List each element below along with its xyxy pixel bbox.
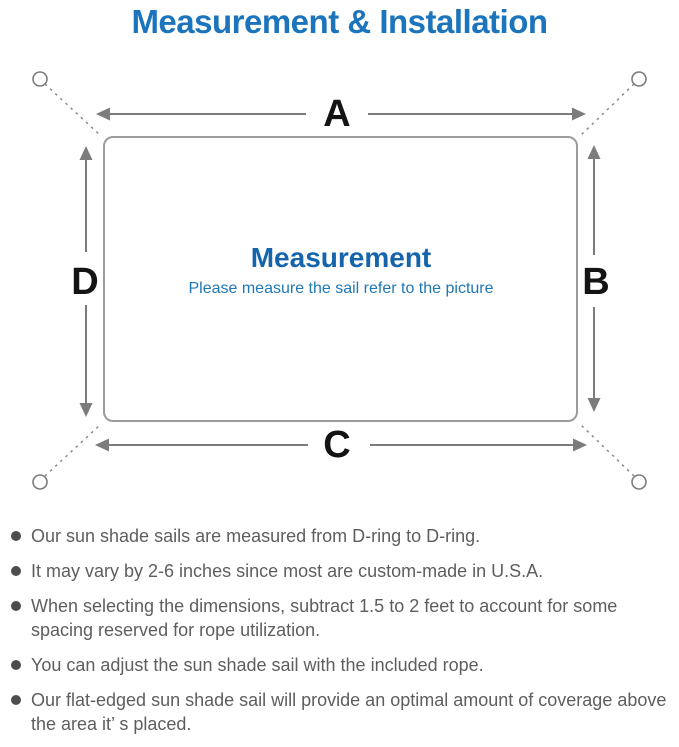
guy-line-bottom-left xyxy=(44,423,102,477)
sail-rectangle xyxy=(103,136,578,422)
bullet-text: Our flat-edged sun shade sail will provi… xyxy=(31,690,667,734)
dimension-label-a: A xyxy=(323,93,350,135)
arrowhead-up-icon xyxy=(587,145,601,159)
arrowhead-right-icon xyxy=(573,438,587,452)
list-item: It may vary by 2-6 inches since most are… xyxy=(0,559,679,583)
bullet-text: You can adjust the sun shade sail with t… xyxy=(31,655,484,675)
arrowhead-left-icon xyxy=(95,438,109,452)
bullet-text: Our sun shade sails are measured from D-… xyxy=(31,526,481,546)
arrowhead-down-icon xyxy=(79,403,93,417)
page-title: Measurement & Installation xyxy=(131,3,548,40)
bullet-icon xyxy=(11,660,21,670)
list-item: Our flat-edged sun shade sail will provi… xyxy=(0,688,679,736)
anchor-ring-icon-top-left xyxy=(32,71,48,87)
arrowhead-up-icon xyxy=(79,146,93,160)
anchor-ring-icon-top-right xyxy=(631,71,647,87)
arrowhead-right-icon xyxy=(572,107,586,121)
list-item: When selecting the dimensions, subtract … xyxy=(0,594,679,642)
list-item: Our sun shade sails are measured from D-… xyxy=(0,524,679,548)
dimension-label-c: C xyxy=(323,424,350,466)
anchor-ring-icon-bottom-right xyxy=(631,474,647,490)
dimension-label-d: D xyxy=(71,261,98,303)
bullet-icon xyxy=(11,531,21,541)
anchor-ring-icon-bottom-left xyxy=(32,474,48,490)
diagram-center-title: Measurement xyxy=(251,242,432,273)
guy-line-top-right xyxy=(579,83,635,137)
measurement-notes-list: Our sun shade sails are measured from D-… xyxy=(0,524,679,747)
bullet-icon xyxy=(11,566,21,576)
diagram-center-subtitle: Please measure the sail refer to the pic… xyxy=(188,280,493,297)
bullet-icon xyxy=(11,601,21,611)
dimension-label-b: B xyxy=(582,261,609,303)
guy-line-top-left xyxy=(44,83,102,137)
arrowhead-left-icon xyxy=(96,107,110,121)
guy-line-bottom-right xyxy=(579,423,635,477)
bullet-icon xyxy=(11,695,21,705)
list-item: You can adjust the sun shade sail with t… xyxy=(0,653,679,677)
bullet-text: When selecting the dimensions, subtract … xyxy=(31,596,618,640)
measurement-diagram: A C D B Measurement Please measure the s… xyxy=(32,71,647,490)
bullet-text: It may vary by 2-6 inches since most are… xyxy=(31,561,544,581)
arrowhead-down-icon xyxy=(587,398,601,412)
